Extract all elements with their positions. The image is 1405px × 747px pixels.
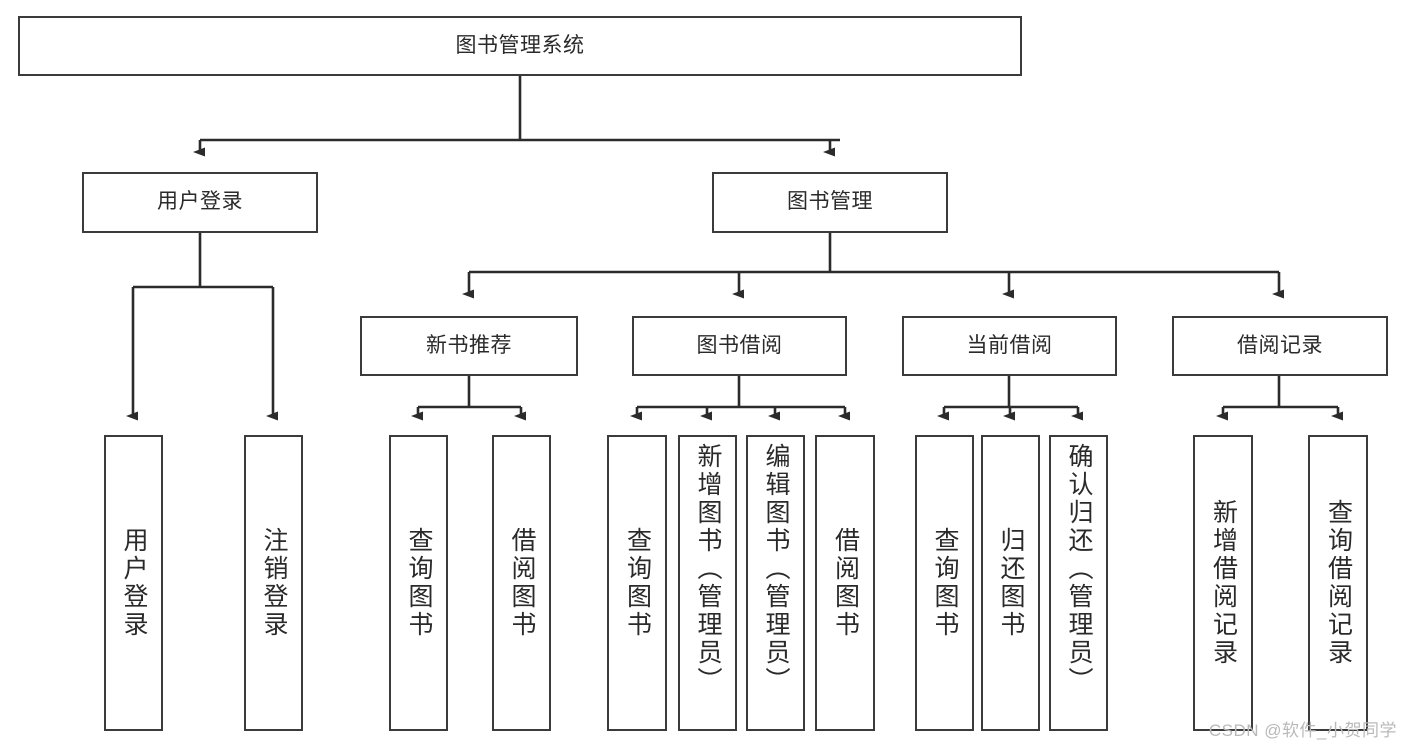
node-user-login[interactable]: 用户登录 <box>82 172 318 233</box>
node-label: 注销登录 <box>260 527 288 639</box>
node-label: 图书借阅 <box>696 333 783 357</box>
leaf-book-borrow-query-book[interactable]: 查询图书 <box>607 435 667 731</box>
leaf-book-borrow-add-book-admin[interactable]: 新增图书（管理员） <box>678 435 737 731</box>
node-label: 图书管理 <box>787 190 873 214</box>
node-label: 借阅记录 <box>1237 333 1323 357</box>
node-label: 借阅图书 <box>508 527 536 639</box>
leaf-current-borrow-confirm-return-admin[interactable]: 确认归还（管理员） <box>1049 435 1108 731</box>
node-label: 查询图书 <box>405 527 433 639</box>
node-label: 查询图书 <box>931 527 959 639</box>
node-label: 归还图书 <box>997 527 1025 639</box>
node-label: 图书管理系统 <box>455 33 585 57</box>
node-label: 用户登录 <box>157 190 243 214</box>
node-book-management[interactable]: 图书管理 <box>712 172 948 233</box>
node-new-book-recommend[interactable]: 新书推荐 <box>360 316 578 376</box>
node-book-borrow[interactable]: 图书借阅 <box>632 316 847 376</box>
node-label: 确认归还（管理员） <box>1065 443 1093 695</box>
node-label: 查询借阅记录 <box>1324 499 1353 667</box>
node-root-book-management-system[interactable]: 图书管理系统 <box>18 16 1022 76</box>
watermark-credit: CSDN @软件_小贺同学 <box>1208 721 1397 740</box>
node-label: 新增借阅记录 <box>1209 499 1238 667</box>
leaf-user-login-signin[interactable]: 用户登录 <box>104 435 163 731</box>
leaf-book-borrow-edit-book-admin[interactable]: 编辑图书（管理员） <box>746 435 805 731</box>
leaf-current-borrow-query-book[interactable]: 查询图书 <box>915 435 974 731</box>
leaf-borrow-records-add-record[interactable]: 新增借阅记录 <box>1193 435 1253 731</box>
node-label: 用户登录 <box>120 527 148 639</box>
node-label: 查询图书 <box>623 527 652 639</box>
node-label: 当前借阅 <box>966 333 1053 357</box>
node-label: 编辑图书（管理员） <box>762 443 790 695</box>
node-label: 新书推荐 <box>426 333 512 357</box>
leaf-new-book-borrow-book[interactable]: 借阅图书 <box>492 435 551 731</box>
leaf-current-borrow-return-book[interactable]: 归还图书 <box>981 435 1040 731</box>
node-label: 新增图书（管理员） <box>694 443 722 695</box>
leaf-book-borrow-borrow-book[interactable]: 借阅图书 <box>815 435 875 731</box>
leaf-new-book-query-book[interactable]: 查询图书 <box>389 435 448 731</box>
node-borrow-records[interactable]: 借阅记录 <box>1172 316 1388 376</box>
node-label: 借阅图书 <box>831 527 860 639</box>
leaf-borrow-records-query-record[interactable]: 查询借阅记录 <box>1308 435 1368 731</box>
leaf-user-login-signout[interactable]: 注销登录 <box>244 435 303 731</box>
node-current-borrow[interactable]: 当前借阅 <box>902 316 1117 376</box>
